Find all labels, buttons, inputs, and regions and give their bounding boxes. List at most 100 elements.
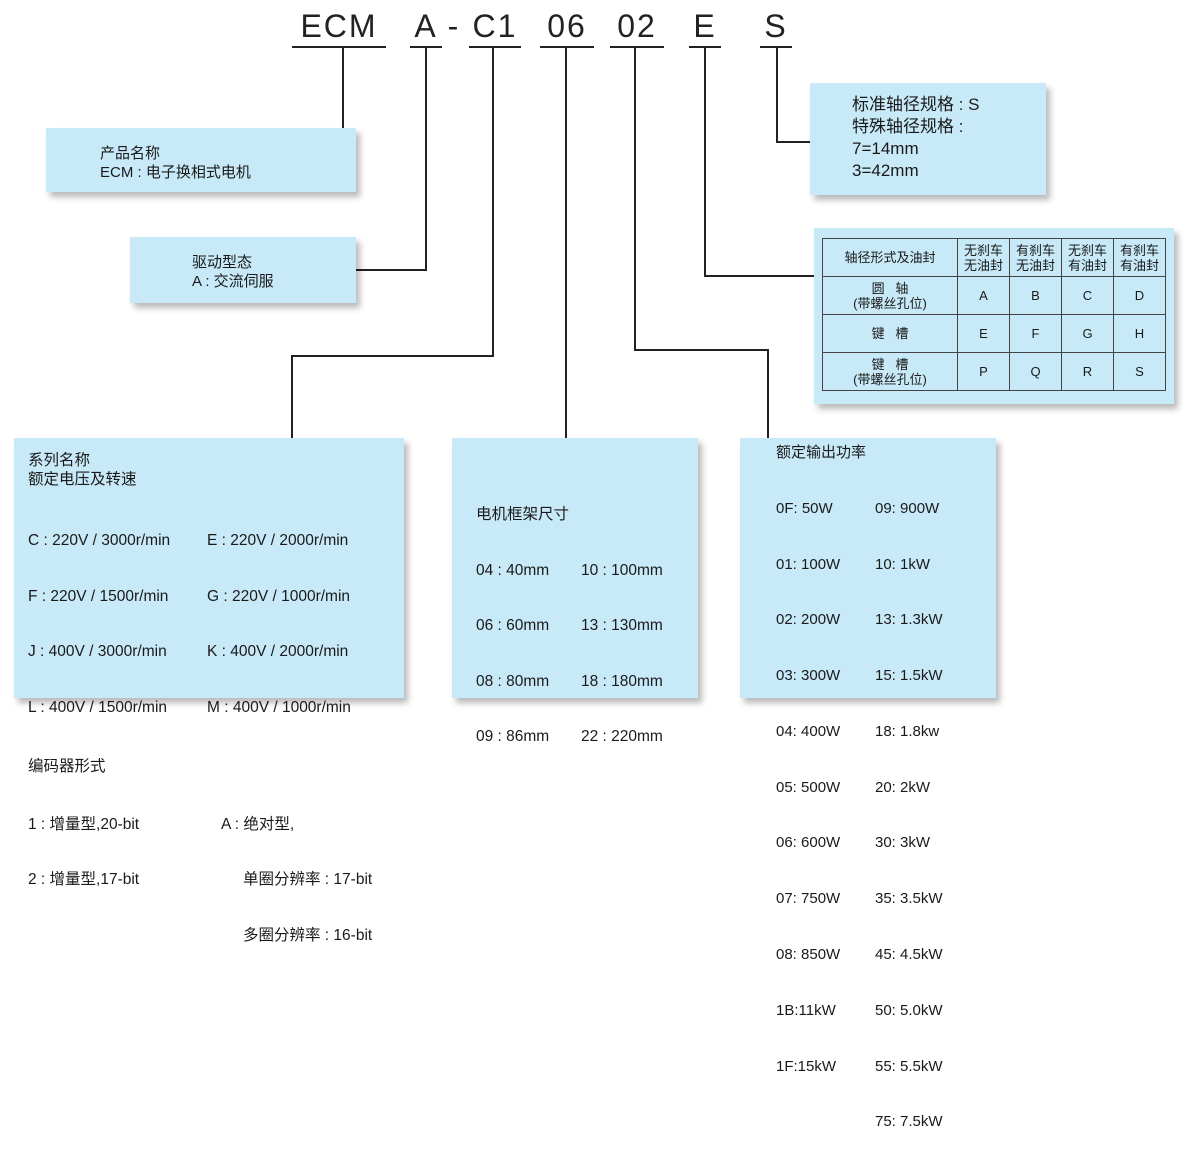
table-cell: E — [957, 314, 1010, 353]
encoder-item: A : 绝对型, — [221, 815, 295, 833]
table-cell: A — [957, 276, 1010, 315]
power-item: 07: 750W — [776, 890, 841, 908]
code-02-text: 02 — [617, 8, 657, 44]
frame-item: 09 : 86mm — [476, 728, 550, 745]
power-item: 04: 400W — [776, 722, 841, 740]
drive-type-box: 驱动型态 A : 交流伺服 — [130, 237, 356, 303]
frame-item: 22 : 220mm — [581, 728, 663, 745]
power-item: 13: 1.3kW — [875, 611, 943, 629]
speed-item: E : 220V / 2000r/min — [207, 532, 349, 549]
code-segment-c1: C1 — [469, 8, 521, 48]
code-dash: - — [444, 8, 464, 44]
table-header-row: 轴径形式及油封 无刹车 无油封 有刹车 无油封 无刹车 有油封 有刹车 有油封 — [822, 238, 1166, 277]
series-box: 系列名称 额定电压及转速 C : 220V / 3000r/min F : 22… — [14, 438, 404, 944]
table-row: 圆 轴 (带螺丝孔位) A B C D — [822, 276, 1166, 315]
table-cell: Q — [1009, 352, 1062, 391]
shaft-special: 特殊轴径规格 : — [852, 117, 964, 136]
speed-item: M : 400V / 1000r/min — [207, 698, 351, 716]
speed-item: G : 220V / 1000r/min — [207, 587, 351, 605]
product-name-box: 产品名称 ECM : 电子换相式电机 — [46, 128, 356, 192]
code-dash-text: - — [447, 8, 461, 44]
frame-item: 10 : 100mm — [581, 561, 663, 579]
code-e-text: E — [693, 8, 717, 44]
table-cell: H — [1113, 314, 1166, 353]
power-item: 09: 900W — [875, 499, 940, 517]
power-item: 05: 500W — [776, 778, 841, 796]
power-item: 01: 100W — [776, 555, 841, 573]
table-row: 键 槽 (带螺丝孔位) P Q R S — [822, 352, 1166, 391]
connector-s — [776, 47, 810, 143]
voltage-speed-list: C : 220V / 3000r/min F : 220V / 1500r/mi… — [28, 495, 404, 754]
connector-lines — [291, 47, 818, 438]
frame-item: 13 : 130mm — [581, 617, 663, 634]
table-header-cell: 轴径形式及油封 — [822, 238, 958, 277]
power-item: 75: 7.5kW — [875, 1113, 943, 1131]
drive-type-title: 驱动型态 — [192, 254, 253, 271]
table-header-cell: 有刹车 无油封 — [1009, 238, 1062, 277]
power-item: 1F:15kW — [776, 1057, 837, 1075]
voltage-speed-title: 额定电压及转速 — [28, 470, 137, 488]
speed-item: F : 220V / 1500r/min — [28, 587, 169, 605]
speed-item: C : 220V / 3000r/min — [28, 532, 171, 549]
shaft-type-table: 轴径形式及油封 无刹车 无油封 有刹车 无油封 无刹车 有油封 有刹车 有油封 … — [822, 238, 1166, 391]
encoder-item: 1 : 增量型,20-bit — [28, 815, 140, 833]
power-item: 20: 2kW — [875, 778, 931, 796]
table-cell: S — [1113, 352, 1166, 391]
power-item: 45: 4.5kW — [875, 946, 943, 964]
table-cell: 圆 轴 (带螺丝孔位) — [822, 276, 958, 315]
code-s-text: S — [764, 8, 788, 44]
speed-item: K : 400V / 2000r/min — [207, 643, 349, 660]
frame-size-box: 电机框架尺寸 04 : 40mm 06 : 60mm 08 : 80mm 09 … — [452, 438, 698, 745]
table-cell: F — [1009, 314, 1062, 353]
output-power-box: 额定输出功率 0F: 50W 01: 100W 02: 200W 03: 300… — [740, 438, 996, 1130]
power-item: 1B:11kW — [776, 1001, 836, 1019]
shaft-spec-box: 标准轴径规格 : S 特殊轴径规格 : 7=14mm 3=42mm — [810, 83, 1046, 195]
table-cell: G — [1061, 314, 1114, 353]
power-item: 50: 5.0kW — [875, 1001, 943, 1019]
power-item: 18: 1.8kw — [875, 722, 940, 740]
table-cell: D — [1113, 276, 1166, 315]
speed-item: J : 400V / 3000r/min — [28, 643, 167, 660]
speed-item: L : 400V / 1500r/min — [28, 698, 168, 716]
power-item: 02: 200W — [776, 611, 841, 629]
power-item: 15: 1.5kW — [875, 667, 943, 685]
frame-size-title: 电机框架尺寸 — [476, 506, 570, 523]
power-item: 0F: 50W — [776, 499, 833, 517]
power-item: 06: 600W — [776, 834, 841, 852]
frame-item: 18 : 180mm — [581, 672, 663, 690]
encoder-item: 2 : 增量型,17-bit — [28, 871, 140, 888]
power-item: 08: 850W — [776, 946, 841, 964]
shaft-standard: 标准轴径规格 : S — [852, 95, 980, 114]
table-row: 键 槽 E F G H — [822, 314, 1166, 353]
table-header-cell: 无刹车 无油封 — [957, 238, 1010, 277]
code-a-text: A — [414, 8, 438, 44]
table-cell: B — [1009, 276, 1062, 315]
connector-a — [356, 47, 427, 271]
product-name-title: 产品名称 — [100, 145, 161, 162]
code-ecm-text: ECM — [300, 8, 378, 44]
connector-e — [704, 47, 818, 277]
code-c1-text: C1 — [472, 8, 518, 44]
encoder-title: 编码器形式 — [28, 758, 106, 775]
power-item: 30: 3kW — [875, 834, 931, 852]
table-header-cell: 无刹车 有油封 — [1061, 238, 1114, 277]
code-segment-ecm: ECM — [292, 8, 386, 48]
output-power-list: 0F: 50W 01: 100W 02: 200W 03: 300W 04: 4… — [776, 463, 996, 1169]
output-power-title: 额定输出功率 — [776, 444, 867, 461]
product-name-value: ECM : 电子换相式电机 — [100, 164, 251, 181]
code-segment-02: 02 — [610, 8, 664, 48]
frame-item: 08 : 80mm — [476, 672, 550, 690]
shaft-special-7: 7=14mm — [852, 139, 919, 158]
power-item: 35: 3.5kW — [875, 890, 943, 908]
frame-item: 04 : 40mm — [476, 561, 550, 579]
frame-size-list: 04 : 40mm 06 : 60mm 08 : 80mm 09 : 86mm … — [476, 525, 698, 784]
table-cell: 键 槽 (带螺丝孔位) — [822, 352, 958, 391]
code-segment-a: A — [410, 8, 442, 48]
frame-item: 06 : 60mm — [476, 617, 550, 634]
connector-02 — [634, 47, 769, 438]
connector-c1 — [291, 47, 494, 438]
table-cell: P — [957, 352, 1010, 391]
code-segment-06: 06 — [540, 8, 594, 48]
encoder-item: 单圈分辨率 : 17-bit — [243, 871, 373, 888]
drive-type-value: A : 交流伺服 — [192, 273, 274, 290]
